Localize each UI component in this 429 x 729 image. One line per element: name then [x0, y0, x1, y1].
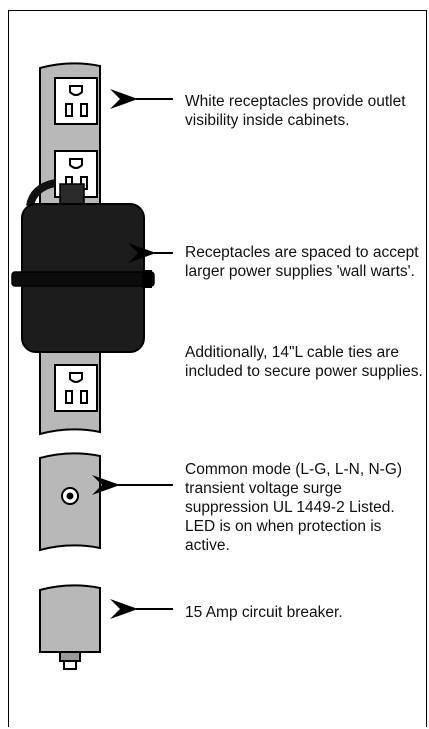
annotation-surge: Common mode (L-G, L-N, N-G) transient vo… — [185, 460, 425, 555]
receptacle-1 — [54, 77, 98, 125]
annotation-text: White receptacles provide outlet visibil… — [185, 93, 406, 129]
annotation-breaker: 15 Amp circuit breaker. — [185, 603, 425, 622]
annotation-spacing: Receptacles are spaced to accept larger … — [185, 243, 425, 281]
annotation-text: 15 Amp circuit breaker. — [185, 604, 343, 621]
annotation-text: Common mode (L-G, L-N, N-G) transient vo… — [185, 461, 403, 554]
annotation-text: Additionally, 14"L cable ties are includ… — [185, 344, 423, 380]
diagram-frame — [8, 10, 427, 727]
receptacle-3 — [54, 364, 98, 412]
annotation-white-receptacles: White receptacles provide outlet visibil… — [185, 92, 425, 130]
annotation-cable-ties: Additionally, 14"L cable ties are includ… — [185, 343, 425, 381]
surge-protector-section — [39, 452, 101, 552]
annotation-text: Receptacles are spaced to accept larger … — [185, 244, 419, 280]
breaker-button-icon — [63, 660, 77, 670]
wall-wart — [11, 179, 155, 353]
circuit-breaker-section — [39, 584, 101, 670]
